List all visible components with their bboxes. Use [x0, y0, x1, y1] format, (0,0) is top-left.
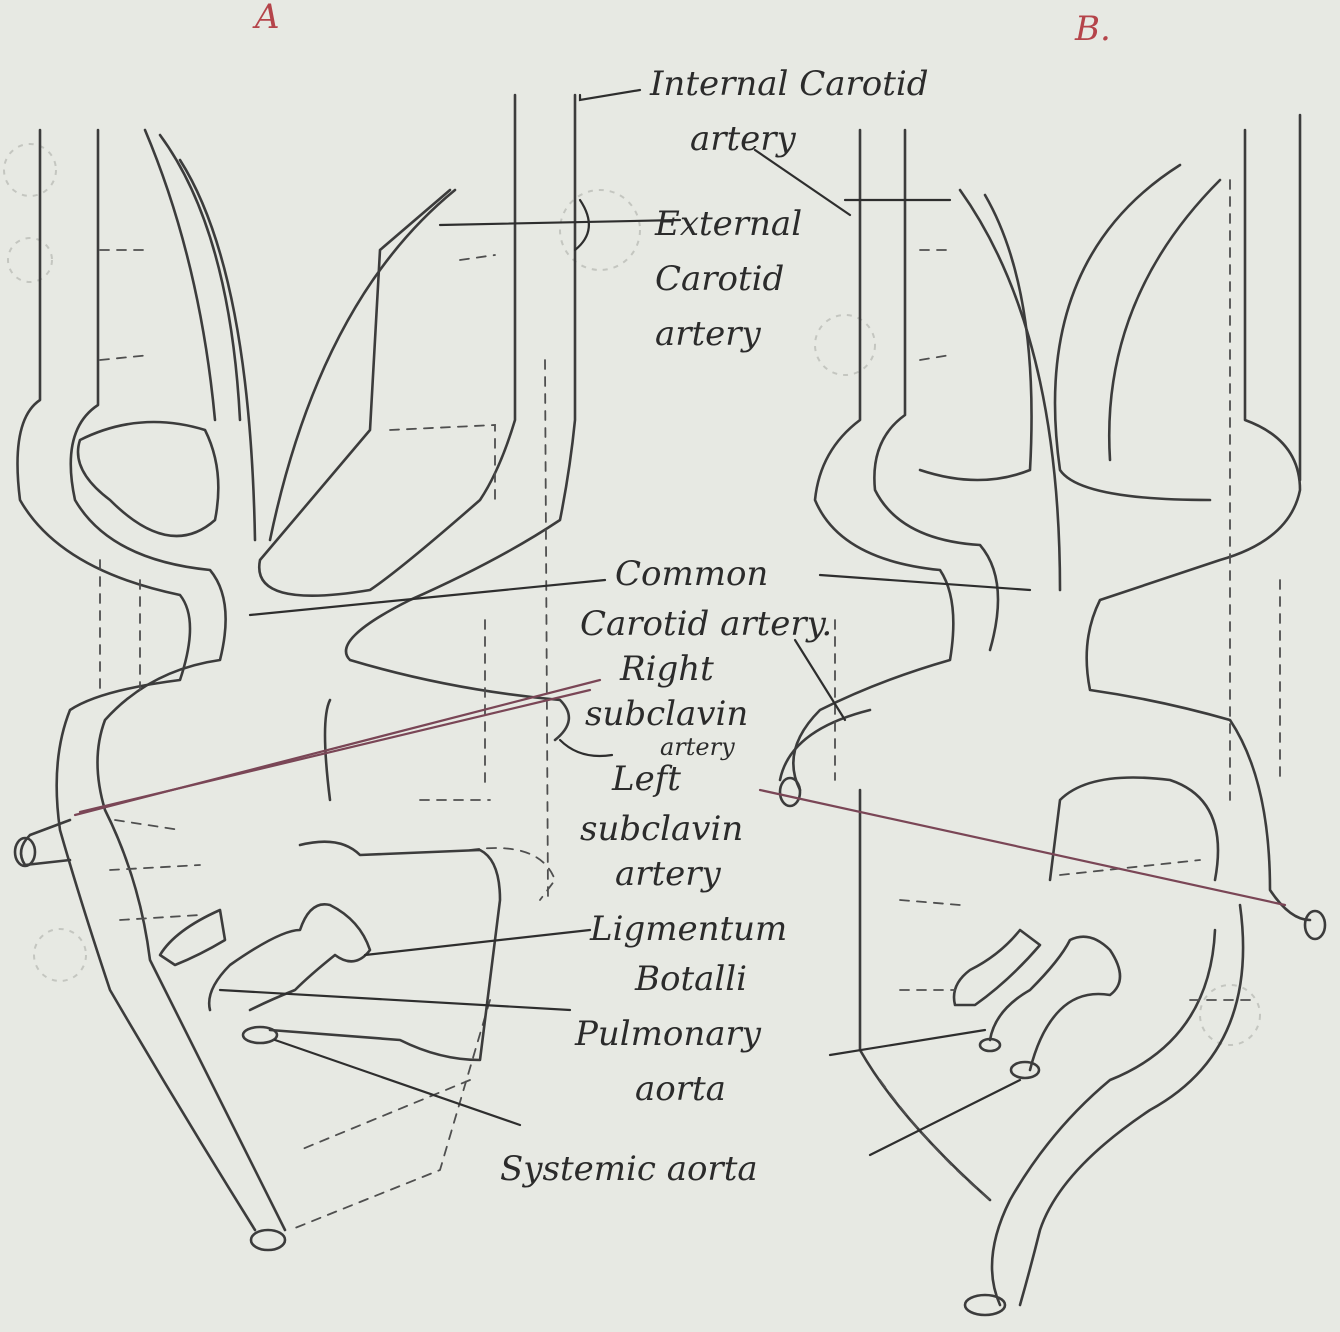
panel-b-mark: B.	[1074, 9, 1111, 49]
label-ligamentum-1: Ligmentum	[589, 909, 787, 949]
label-common-carotid-2: Carotid artery.	[580, 604, 832, 644]
label-internal-carotid-2: artery	[690, 119, 797, 159]
label-external-carotid-3: artery	[655, 314, 762, 354]
label-internal-carotid-1: Internal Carotid	[649, 64, 929, 104]
label-external-carotid-2: Carotid	[655, 259, 784, 299]
label-left-subclavian-2: subclavin	[580, 809, 743, 849]
label-right-subclavian-1: Right	[619, 649, 714, 689]
panel-a-mark: A	[252, 0, 280, 37]
label-systemic-aorta: Systemic aorta	[500, 1149, 758, 1189]
label-pulmonary-2: aorta	[635, 1069, 726, 1109]
label-right-subclavian-2: subclavin	[585, 694, 748, 734]
label-common-carotid-1: Common	[615, 554, 768, 594]
label-external-carotid-1: External	[654, 204, 802, 244]
label-ligamentum-2: Botalli	[634, 959, 747, 999]
label-pulmonary-1: Pulmonary	[574, 1014, 762, 1054]
label-left-subclavian-1: Left	[611, 759, 681, 799]
label-right-subclavian-3: artery	[660, 733, 735, 761]
label-left-subclavian-3: artery	[615, 854, 722, 894]
